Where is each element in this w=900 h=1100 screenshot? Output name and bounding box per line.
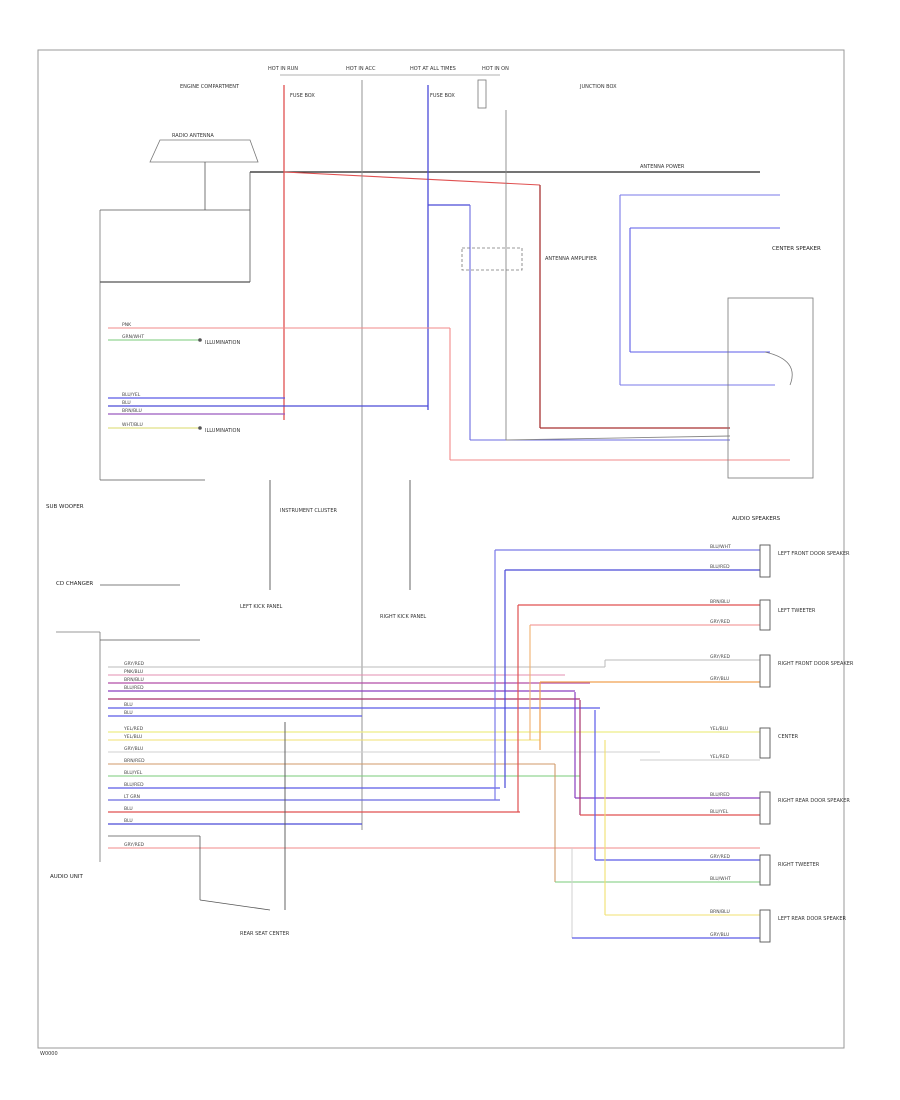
lower-wire-8: YEL/BLU xyxy=(123,734,142,740)
illumination-label: ILLUMINATION xyxy=(205,340,240,346)
radio-antenna-label: RADIO ANTENNA xyxy=(172,133,214,139)
relay-box: ANTENNA AMPLIFIER xyxy=(461,247,597,271)
cluster-label: INSTRUMENT CLUSTER xyxy=(280,508,338,514)
right-wire-5: GRY/RED xyxy=(710,654,731,660)
ground-right-label: RIGHT KICK PANEL xyxy=(380,614,426,620)
fuse-label-3: HOT AT ALL TIMES xyxy=(410,66,456,72)
fuse-desc-4: JUNCTION BOX xyxy=(579,84,617,90)
right-wire-12: BLU/WHT xyxy=(710,876,731,882)
right-wire-3: BRN/BLU xyxy=(710,599,730,605)
lower-wire-2: PNK/BLU xyxy=(124,669,143,675)
right-wire-8: BLU/YEL xyxy=(710,809,729,815)
fuse-desc-1: ENGINE COMPARTMENT xyxy=(180,84,240,90)
fuse-desc-2: FUSE BOX xyxy=(290,93,315,99)
fuse-label-2: HOT IN ACC xyxy=(346,66,376,72)
speaker-2 xyxy=(759,599,771,631)
lower-wire-12: BLU/RED xyxy=(124,782,144,788)
speaker-5-label: RIGHT REAR DOOR SPEAKER xyxy=(778,798,850,804)
upper-harness: PNK GRN/WHT BLU/YEL BLU BRN/BLU WHT/BLU … xyxy=(108,322,790,461)
right-wire-labels: BLU/WHT BLU/RED BRN/BLU GRY/RED GRY/RED … xyxy=(709,544,731,938)
relay-label: ANTENNA AMPLIFIER xyxy=(545,256,597,262)
wire-label-brnblu: BRN/BLU xyxy=(122,408,142,414)
speaker-routing xyxy=(494,549,760,939)
speaker-3 xyxy=(759,654,771,688)
center-speaker: CENTER SPEAKER xyxy=(619,194,821,479)
lower-wire-15: BLU xyxy=(124,818,133,824)
lower-wire-4: BLU/RED xyxy=(124,685,144,691)
wire-label-whtblu: WHT/BLU xyxy=(122,422,143,428)
lower-wire-6: BLU xyxy=(124,710,133,716)
lower-wire-1: GRY/RED xyxy=(124,661,145,667)
speaker-6-label: RIGHT TWEETER xyxy=(778,862,820,868)
speaker-5 xyxy=(759,791,771,825)
antenna-power-bracket xyxy=(99,172,251,480)
lower-wire-3: BRN/BLU xyxy=(124,677,144,683)
lower-harness: REAR SEAT CENTER GRY/RED PNK/BLU BRN/BLU… xyxy=(108,661,760,937)
speaker-4-label: CENTER xyxy=(778,734,799,740)
antenna-power-label: ANTENNA POWER xyxy=(640,164,685,170)
footer-code: W0000 xyxy=(40,1051,58,1057)
wire-label-grnwht: GRN/WHT xyxy=(122,334,144,340)
speaker-4 xyxy=(759,727,771,759)
speaker-1 xyxy=(759,544,771,578)
speakers-header: AUDIO SPEAKERS xyxy=(732,516,781,522)
lower-wire-5: BLU xyxy=(124,702,133,708)
right-wire-1: BLU/WHT xyxy=(710,544,731,550)
ground-bottom-label: REAR SEAT CENTER xyxy=(240,931,290,937)
lower-wire-10: BRN/RED xyxy=(124,758,145,764)
right-wire-7: BLU/RED xyxy=(710,792,730,798)
illumination-label-2: ILLUMINATION xyxy=(205,428,240,434)
radio-antenna: RADIO ANTENNA xyxy=(149,133,259,210)
center-speaker-label: CENTER SPEAKER xyxy=(772,246,821,252)
ground-left-label: LEFT KICK PANEL xyxy=(240,604,283,610)
left-units: SUB WOOFER CD CHANGER AUDIO UNIT xyxy=(46,479,205,880)
lower-wire-13: LT GRN xyxy=(124,794,140,800)
wire-label-blu: BLU xyxy=(122,400,131,406)
lower-wire-7: YEL/RED xyxy=(123,726,144,732)
diagram-frame xyxy=(37,49,845,1049)
right-wire-14: GRY/BLU xyxy=(710,932,729,938)
right-wire-4: GRY/RED xyxy=(710,619,731,625)
right-wire-11: GRY/RED xyxy=(710,854,731,860)
cd-changer-label: CD CHANGER xyxy=(56,581,93,587)
speaker-7 xyxy=(759,909,771,943)
speaker-3-label: RIGHT FRONT DOOR SPEAKER xyxy=(778,661,854,667)
fuse-label-4: HOT IN ON xyxy=(482,66,509,72)
right-wire-2: BLU/RED xyxy=(710,564,730,570)
lower-wire-11: BLU/YEL xyxy=(124,770,143,776)
speakers: AUDIO SPEAKERS LEFT FRONT DOOR SPEAKER L… xyxy=(732,516,854,943)
audio-unit-label: AUDIO UNIT xyxy=(50,874,83,880)
right-wire-13: BRN/BLU xyxy=(710,909,730,915)
sub-woofer-label: SUB WOOFER xyxy=(46,504,84,510)
fuse-label-1: HOT IN RUN xyxy=(268,66,298,72)
speaker-6 xyxy=(759,854,771,886)
right-wire-10: YEL/RED xyxy=(709,754,730,760)
lower-wire-16: GRY/RED xyxy=(124,842,145,848)
lower-wire-9: GRY/BLU xyxy=(124,746,143,752)
speaker-7-label: LEFT REAR DOOR SPEAKER xyxy=(778,916,846,922)
wire-label-bluyel: BLU/YEL xyxy=(122,392,141,398)
speaker-1-label: LEFT FRONT DOOR SPEAKER xyxy=(778,551,850,557)
ground-connectors: LEFT KICK PANEL RIGHT KICK PANEL INSTRUM… xyxy=(240,480,426,620)
fuse-desc-3: FUSE BOX xyxy=(430,93,455,99)
top-fuse-block: HOT IN RUN HOT IN ACC HOT AT ALL TIMES H… xyxy=(180,66,617,109)
speaker-2-label: LEFT TWEETER xyxy=(778,608,816,614)
lower-wire-14: BLU xyxy=(124,806,133,812)
right-wire-6: GRY/BLU xyxy=(710,676,729,682)
wire-label-pnk: PNK xyxy=(122,322,132,328)
right-wire-9: YEL/BLU xyxy=(709,726,728,732)
